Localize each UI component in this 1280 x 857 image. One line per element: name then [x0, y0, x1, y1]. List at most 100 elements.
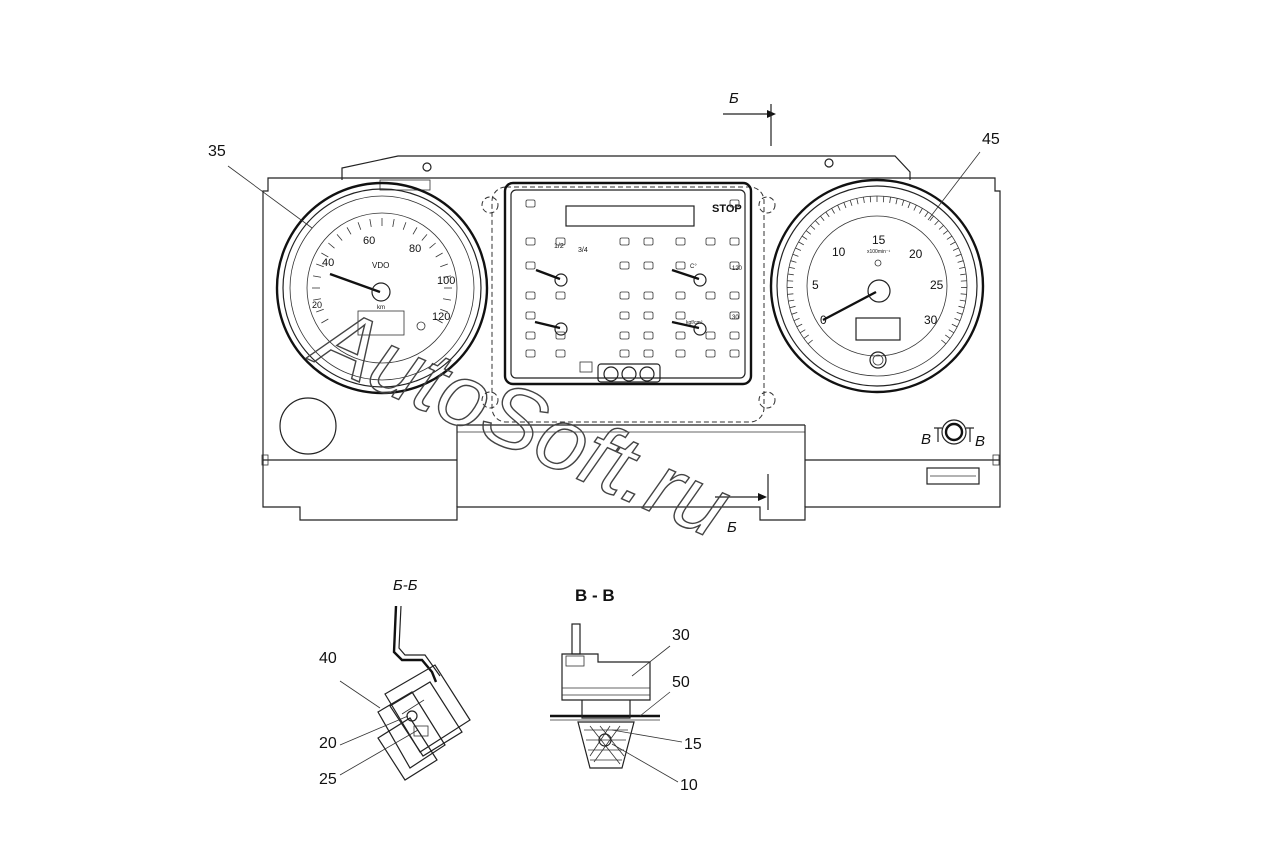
gauge-tick [955, 253, 962, 257]
b-mark-bottom: Б [727, 519, 737, 536]
warning-lamp-icon [729, 237, 740, 246]
gauge-tick [929, 215, 934, 221]
speedo-label-100: 100 [437, 275, 455, 287]
gauge-tick [950, 241, 956, 246]
panel-housing [261, 155, 1001, 521]
warning-lamp-icon [729, 349, 740, 358]
warning-lamp-icon [525, 237, 536, 246]
gauge-tick [336, 234, 343, 241]
gauge-tick [795, 247, 802, 251]
tacho-unit: x100min⁻¹ [867, 249, 891, 255]
warning-lamp-icon [619, 331, 630, 340]
tachometer-gauge: 0 5 10 15 20 25 30 x100min⁻¹ [769, 178, 985, 394]
gauge-tick [954, 318, 961, 322]
gauge-tick [820, 215, 825, 221]
gauge-tick [788, 266, 795, 269]
callout-35: 35 [208, 143, 226, 160]
gauge-tick [312, 275, 322, 278]
center-indicator-panel: STOP 1/2 3/4 120 C° 30 kgf/cm² [481, 181, 776, 423]
gauge-tick [901, 199, 905, 206]
warning-lamp-icon [705, 237, 716, 246]
warning-lamp-icon [525, 199, 536, 208]
callout-40: 40 [319, 650, 337, 667]
gauge-tick [312, 298, 322, 301]
air-pressure-gauge-1 [534, 320, 568, 336]
warning-lamp-icon [729, 199, 740, 208]
callout-10: 10 [680, 777, 698, 794]
gauge-tick [799, 329, 806, 334]
gauge-tick [442, 298, 452, 301]
gauge-tick [793, 318, 800, 322]
gauge-tick [316, 263, 324, 268]
callout-30: 30 [672, 627, 690, 644]
gauge-tick [946, 235, 953, 240]
warning-lamp-icon [525, 349, 536, 358]
main-view-callouts: 35 45 [208, 131, 1000, 229]
gauge-tick [837, 204, 841, 211]
gauge-tick [421, 234, 428, 241]
warning-lamp-icon [705, 349, 716, 358]
tacho-label-30: 30 [924, 313, 938, 327]
gauge-tick [801, 235, 808, 240]
gauge-tick [392, 218, 395, 228]
speedo-label-60: 60 [363, 235, 375, 247]
temp-mark-unit: C° [690, 264, 697, 270]
warning-lamp-icon [675, 291, 686, 300]
gauge-tick [788, 299, 795, 302]
gauge-tick [849, 199, 853, 206]
gauge-tick [960, 273, 967, 276]
gauge-tick [442, 275, 452, 278]
fuel-mark-half: 1/2 [554, 243, 564, 250]
warning-lamp-icons [525, 199, 740, 358]
warning-lamp-icon [729, 311, 740, 320]
gauge-tick [435, 318, 443, 324]
coolant-temp-gauge [671, 268, 707, 287]
gauge-tick [951, 323, 958, 328]
warning-lamp-icon [525, 331, 536, 340]
gauge-tick [913, 204, 917, 211]
warning-lamp-icon [619, 261, 630, 270]
watermark: AutoSoft.ru [298, 285, 745, 557]
gauge-tick [960, 293, 967, 295]
gauge-tick [959, 299, 966, 302]
tacho-label-5: 5 [812, 278, 819, 292]
gauge-tick [803, 334, 809, 339]
tacho-label-20: 20 [909, 247, 923, 261]
gauge-tick [789, 305, 796, 309]
warning-lamp-icon [675, 261, 686, 270]
tachometer-ticks [787, 196, 967, 345]
gauge-tick [895, 198, 898, 205]
warning-lamp-icon [705, 331, 716, 340]
callout-20: 20 [319, 735, 337, 752]
section-b-arrows: Б Б [715, 90, 776, 536]
warning-lamp-icon [675, 311, 686, 320]
gauge-tick [346, 227, 352, 235]
air-pressure-gauge-2 [671, 320, 707, 336]
speedo-label-40: 40 [322, 257, 334, 269]
gauge-tick [856, 198, 859, 205]
gauge-tick [889, 196, 891, 204]
warning-lamp-icon [729, 261, 740, 270]
warning-lamp-icon [619, 291, 630, 300]
fuel-gauge [535, 268, 568, 287]
warning-lamp-icon [555, 349, 566, 358]
gauge-tick [791, 312, 798, 315]
gauge-tick [796, 323, 803, 328]
tacho-label-25: 25 [930, 278, 944, 292]
gauge-tick [435, 252, 443, 258]
gauge-tick [805, 230, 812, 235]
gauge-tick [357, 222, 362, 230]
speedo-unit: km [377, 305, 385, 311]
gauge-tick [863, 196, 865, 204]
warning-lamp-icon [643, 349, 654, 358]
tacho-label-15: 15 [872, 233, 886, 247]
warning-lamp-icon [643, 291, 654, 300]
warning-lamp-icon [643, 237, 654, 246]
warning-lamp-icon [643, 261, 654, 270]
speedo-needle [329, 272, 381, 294]
gauge-tick [957, 260, 964, 263]
b-mark-top: Б [729, 90, 739, 107]
warning-lamp-icon [525, 291, 536, 300]
warning-lamp-icon [619, 349, 630, 358]
tacho-needle [822, 290, 877, 322]
